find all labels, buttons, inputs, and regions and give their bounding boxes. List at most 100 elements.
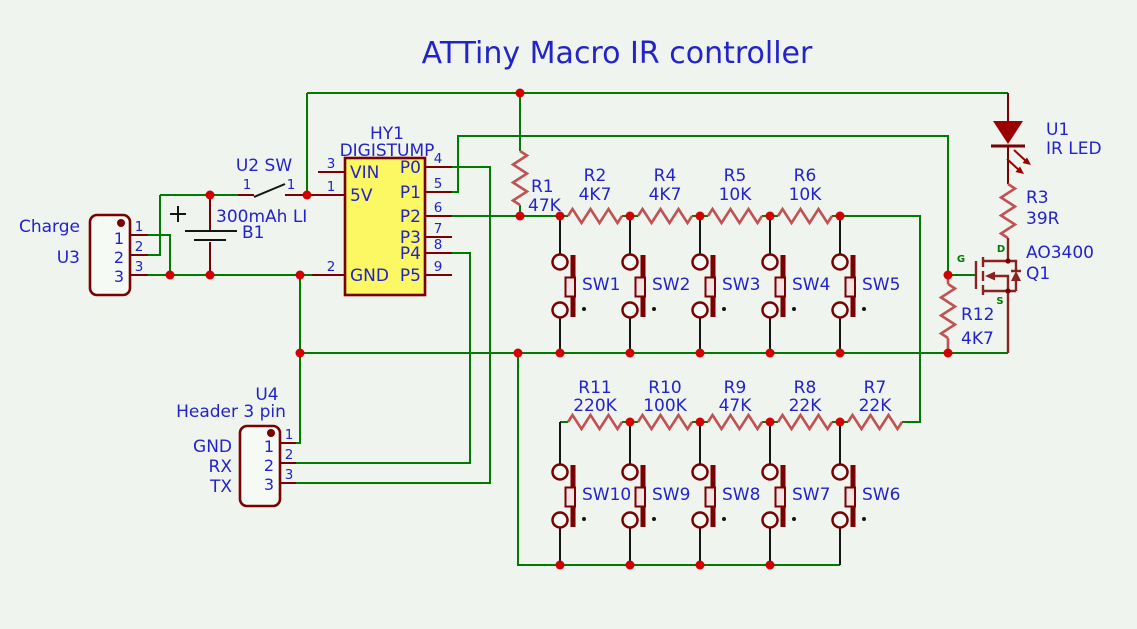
sw-top-row-lower-drops	[559, 318, 841, 353]
r2-ref: R2	[584, 166, 607, 186]
ic-pin-p5-num: 9	[434, 259, 443, 275]
q1-body-diode-wires	[1008, 259, 1021, 293]
r12-value: 4K7	[961, 329, 994, 349]
u4-pin-rx: RX	[209, 457, 233, 477]
u2-pin-a: 1	[243, 177, 252, 193]
r3-ref: R3	[1026, 188, 1049, 208]
net-p0-to-tx	[296, 166, 491, 484]
sw5-label: SW5	[862, 275, 900, 295]
battery-plus-sign	[170, 206, 186, 222]
ic-pin-p3: P3	[400, 228, 421, 248]
ic-pin-p4: P4	[400, 244, 421, 264]
wires-black	[170, 183, 841, 565]
q1-part: AO3400	[1026, 243, 1094, 263]
ic-pin-vin: VIN	[350, 163, 379, 183]
u3-pin1-outer: 1	[135, 219, 144, 235]
q1-ref: Q1	[1026, 264, 1050, 284]
battery-value: 300mAh LI	[216, 207, 307, 227]
r1-ref: R1	[531, 177, 554, 197]
ic-pin-5v-num: 1	[327, 179, 336, 195]
u1-ref: U1	[1046, 120, 1069, 140]
ic-pin-p3-num: 7	[434, 221, 443, 237]
u4-pin1-outer: 1	[285, 427, 294, 443]
r10-value: 100K	[643, 396, 687, 416]
header-connector-u4: U4 Header 3 pin GND RX TX 1 2 3 1 2 3	[176, 385, 294, 508]
u4-ref: U4	[255, 385, 278, 405]
u4-pin-tx: TX	[209, 477, 232, 497]
u4-pin-stubs	[280, 442, 296, 484]
r6-ref: R6	[794, 166, 817, 186]
r8-ref: R8	[794, 378, 817, 398]
sw-bottom-row-upper-drops	[559, 422, 841, 464]
ic-pin-vin-num: 3	[327, 156, 336, 172]
r5-value: 10K	[719, 185, 753, 205]
r8-value: 22K	[789, 396, 823, 416]
u3-pin-stubs	[130, 234, 148, 276]
led-triangle	[993, 121, 1023, 144]
ic-pin-gnd-num: 2	[327, 259, 336, 275]
u2-pin-b: 1	[287, 177, 296, 193]
sw4-label: SW4	[792, 275, 830, 295]
u4-pin-gnd: GND	[193, 437, 232, 457]
u4-pin3-outer: 3	[285, 467, 294, 483]
u3-pin2-inner: 2	[114, 248, 124, 267]
power-switch-u2: U2 SW 1 1	[236, 156, 295, 193]
sw-bottom-row-lower-drops	[559, 528, 841, 565]
u4-pin3-inner: 3	[264, 475, 274, 494]
page-title: ATTiny Macro IR controller	[422, 36, 813, 71]
junction-dots	[165, 88, 953, 570]
u3-pin1-marker	[117, 219, 125, 227]
r7-value: 22K	[859, 396, 893, 416]
r2-value: 4K7	[579, 185, 612, 205]
ic-right-stubs	[425, 166, 452, 276]
r9-ref: R9	[724, 378, 747, 398]
led-arrowhead-1	[1022, 157, 1031, 165]
q1-s-label: S	[996, 296, 1003, 307]
ic-hy1-digistump: HY1 DIGISTUMP VIN 5V GND 3 1 2 P0 P1 P2 …	[327, 124, 443, 297]
net-p4-to-rx	[296, 252, 471, 464]
r7-ref: R7	[864, 378, 887, 398]
ic-body	[343, 156, 427, 297]
u4-pin2-inner: 2	[264, 456, 274, 475]
battery-ref: B1	[242, 223, 264, 243]
resistor-labels: R1 47K R2 4K7 R4 4K7 R5 10K R6 10K R11 2…	[528, 166, 1060, 416]
battery-b1: 300mAh LI B1	[216, 207, 307, 243]
u4-label: Header 3 pin	[176, 402, 286, 422]
r6-value: 10K	[789, 185, 823, 205]
ic-part: DIGISTUMP	[340, 141, 435, 161]
led-emission-arrows	[1006, 149, 1028, 172]
sw8-label: SW8	[722, 485, 760, 505]
q1-body-tap	[995, 274, 1010, 291]
u3-label: Charge	[19, 217, 80, 237]
sw1-label: SW1	[582, 275, 620, 295]
u2-label: U2 SW	[236, 156, 292, 176]
ir-led-u1: U1 IR LED	[991, 120, 1102, 174]
net-u4-gnd-riser	[296, 353, 301, 444]
ic-pin-p1: P1	[400, 183, 421, 203]
ic-pin-gnd: GND	[350, 266, 389, 286]
net-ladder-chain-link	[832, 215, 921, 423]
ic-pin-p0: P0	[400, 158, 421, 178]
r4-value: 4K7	[649, 185, 682, 205]
u1-value: IR LED	[1046, 139, 1102, 159]
ic-pin-5v: 5V	[350, 186, 373, 206]
u4-pin2-outer: 2	[285, 447, 294, 463]
q1-d-label: D	[997, 244, 1005, 255]
sw3-label: SW3	[722, 275, 760, 295]
ic-pin-p4-num: 8	[434, 237, 443, 253]
u4-pin1-inner: 1	[264, 437, 274, 456]
sw-top-row-upper-drops	[559, 216, 841, 254]
u3-pin2-outer: 2	[135, 239, 144, 255]
switch-blade	[253, 183, 286, 198]
ic-pin-p2-num: 6	[434, 200, 443, 216]
r4-ref: R4	[654, 166, 677, 186]
sw2-label: SW2	[652, 275, 690, 295]
u3-pin3-inner: 3	[114, 267, 124, 286]
charge-connector-u3: Charge U3 1 2 3 1 2 3	[19, 213, 144, 297]
switch-labels: SW1 SW2 SW3 SW4 SW5 SW10 SW9 SW8 SW7 SW6	[582, 275, 900, 505]
r11-value: 220K	[573, 396, 617, 416]
ic-pin-p1-num: 5	[434, 176, 443, 192]
r5-ref: R5	[724, 166, 747, 186]
q1-body-diode	[1011, 271, 1021, 281]
